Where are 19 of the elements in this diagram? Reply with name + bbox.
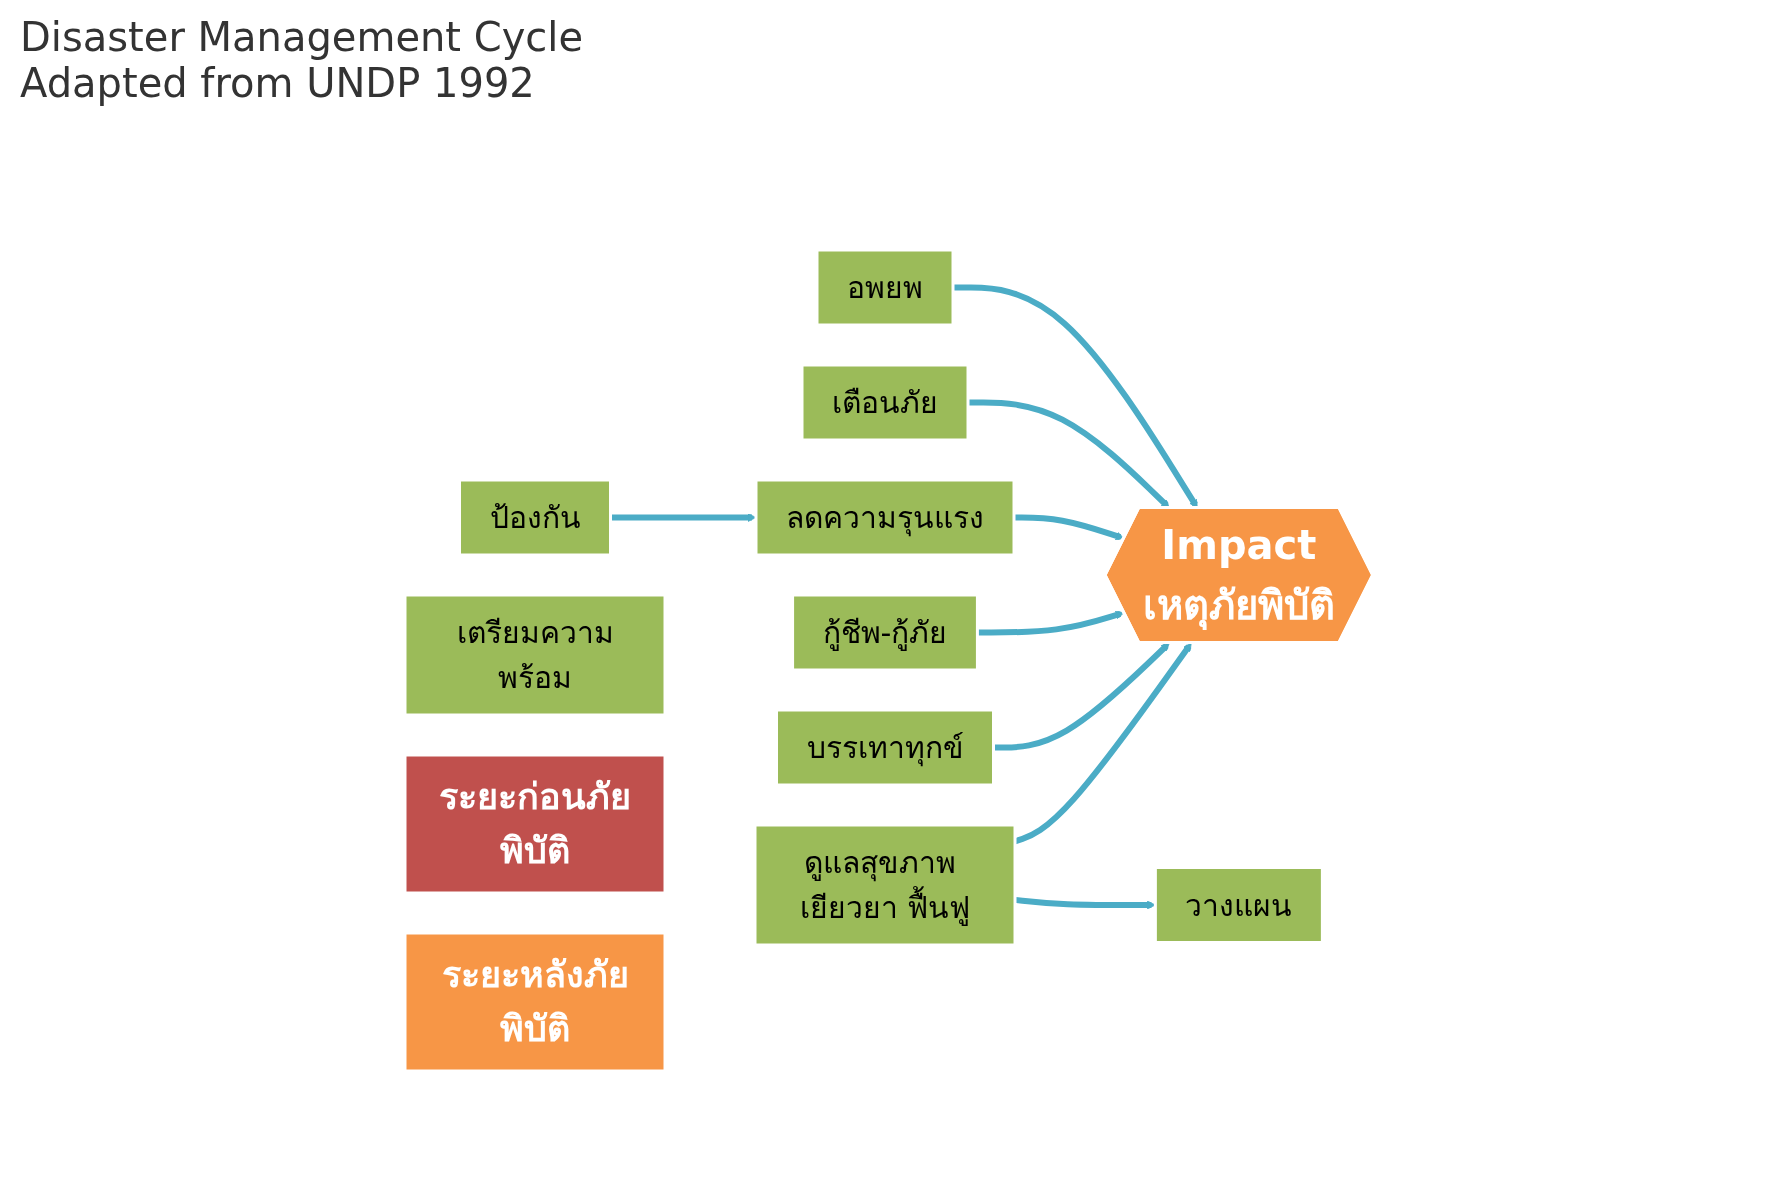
node-box: ระยะก่อนภัยพิบัติ bbox=[403, 753, 667, 894]
node-box: ดูแลสุขภาพ เยียวยา ฟื้นฟู bbox=[753, 823, 1017, 946]
arrow bbox=[1014, 642, 1192, 844]
node-box: ระยะหลังภัยพิบัติ bbox=[403, 931, 667, 1072]
node-box: อพยพ bbox=[815, 248, 955, 326]
arrow bbox=[1014, 514, 1125, 540]
arrow bbox=[993, 642, 1170, 750]
title: Disaster Management Cycle bbox=[20, 14, 584, 60]
node-box: ลดความรุนแรง bbox=[754, 478, 1016, 556]
arrow bbox=[610, 512, 757, 522]
node-box: ป้องกัน bbox=[458, 478, 613, 556]
node-box: เตือนภัย bbox=[800, 363, 970, 441]
node-box: บรรเทาทุกข์ bbox=[775, 708, 996, 786]
arrow bbox=[977, 610, 1125, 635]
arrow bbox=[953, 284, 1198, 508]
arrow bbox=[968, 399, 1170, 508]
node-box: เตรียมความพร้อม bbox=[403, 593, 667, 716]
caption: Adapted from UNDP 1992 bbox=[20, 60, 536, 106]
node-box: กู้ชีพ-กู้ภัย bbox=[791, 593, 980, 671]
